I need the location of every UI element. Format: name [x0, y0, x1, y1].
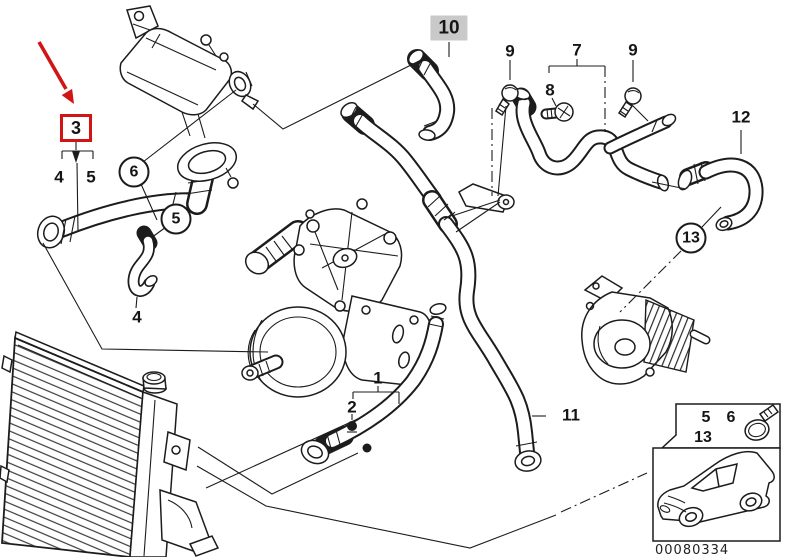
hose-12-drawing	[677, 157, 764, 232]
screw-9-right-drawing	[617, 87, 642, 119]
hose-10-drawing	[407, 49, 456, 141]
engine-water-pump-drawing	[241, 198, 433, 398]
leader-lines	[42, 42, 742, 549]
radiator-drawing	[0, 330, 220, 557]
callout-9-right[interactable]: 9	[628, 40, 638, 60]
callout-7[interactable]: 7	[572, 40, 582, 60]
callout-11[interactable]: 11	[562, 405, 580, 425]
callout-4-lower[interactable]: 4	[132, 307, 142, 327]
car-icon	[657, 450, 775, 528]
document-number: 00080334	[655, 543, 730, 557]
callout-4-upper[interactable]: 4	[54, 167, 64, 187]
hose-11-drawing	[340, 101, 542, 472]
red-arrow-pointer	[37, 41, 74, 104]
hose-4-drawing	[127, 225, 158, 297]
callout-13-circled[interactable]: 13	[675, 222, 707, 254]
callout-6-circled[interactable]: 6	[118, 156, 150, 188]
hose-clamp-icon	[744, 403, 780, 441]
hose-3-drawing	[36, 191, 206, 249]
callout-9-left[interactable]: 9	[505, 41, 515, 61]
legend-item-5[interactable]: 5	[701, 409, 711, 426]
callout-5-upper[interactable]: 5	[86, 167, 96, 187]
thermostat-flange-drawing	[176, 142, 239, 215]
callout-8[interactable]: 8	[545, 80, 555, 100]
callout-5-circled[interactable]: 5	[160, 203, 192, 235]
callout-12[interactable]: 12	[731, 107, 751, 127]
callout-1[interactable]: 1	[373, 368, 383, 388]
thermostat-housing-drawing	[581, 275, 711, 385]
callout-2[interactable]: 2	[347, 397, 357, 417]
pipe-bracket-drawing	[443, 183, 515, 233]
screw-8-drawing	[540, 102, 574, 122]
callout-10-selected[interactable]: 10	[430, 15, 468, 41]
legend-item-13[interactable]: 13	[694, 429, 712, 446]
upper-hose-assembly-drawing	[511, 87, 677, 192]
vehicle-box	[652, 447, 781, 542]
legend-item-6[interactable]: 6	[726, 409, 736, 426]
expansion-tank-drawing	[119, 5, 260, 139]
callout-3[interactable]: 3	[59, 114, 93, 142]
screw-9-left-drawing	[494, 84, 519, 117]
legend-box	[660, 403, 781, 449]
screw-2-drawing	[347, 421, 357, 433]
